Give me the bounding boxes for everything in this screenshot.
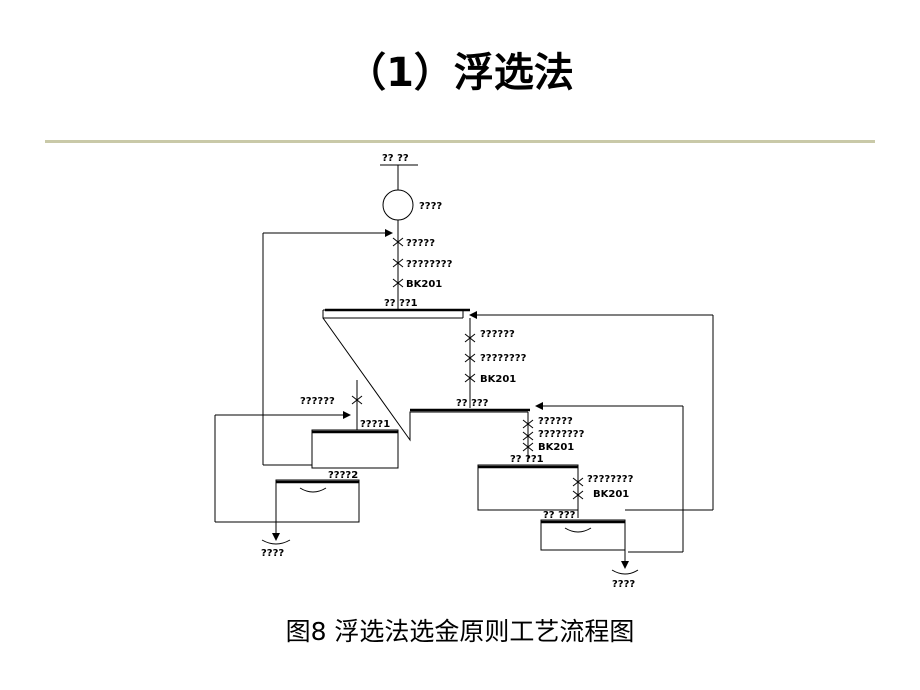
label-r3: BK201	[406, 279, 442, 290]
label-m3: BK201	[480, 374, 516, 385]
label-circle: ????	[419, 201, 442, 212]
label-t4: ????2	[328, 470, 358, 481]
label-t6: ?? ???	[543, 510, 576, 521]
label-t1: ?? ??1	[384, 298, 418, 309]
label-r1: ?????	[406, 238, 435, 249]
label-n2: ????????	[538, 429, 585, 440]
title-divider	[45, 140, 875, 143]
cleaner-cell-2	[275, 479, 360, 523]
label-m2: ????????	[480, 353, 527, 364]
label-m1: ??????	[480, 329, 515, 340]
slide-title: （1）浮选法	[346, 50, 574, 96]
diagram-labels: ?? ?? ???? ????? ???????? BK201 ?? ??1 ?…	[261, 153, 635, 590]
label-q1: ????????	[587, 474, 634, 485]
mill-circle	[382, 189, 414, 221]
label-q2: BK201	[593, 489, 629, 500]
label-t2: ?? ???	[456, 398, 489, 409]
figure-caption: 图8 浮选法选金原则工艺流程图	[285, 617, 635, 646]
label-t3: ????1	[360, 419, 390, 430]
label-feed: ?? ??	[382, 153, 409, 164]
scavenger-cell-1	[477, 464, 579, 511]
label-out1: ????	[261, 548, 284, 559]
label-out2: ????	[612, 579, 635, 590]
label-t5: ?? ??1	[510, 454, 544, 465]
label-n3: BK201	[538, 442, 574, 453]
label-r2: ????????	[406, 259, 453, 270]
label-n1: ??????	[538, 416, 573, 427]
scavenger-cell-2	[540, 519, 626, 551]
label-side: ??????	[300, 396, 335, 407]
rougher-funnel	[322, 317, 528, 442]
cleaner-cell-1	[311, 429, 399, 469]
